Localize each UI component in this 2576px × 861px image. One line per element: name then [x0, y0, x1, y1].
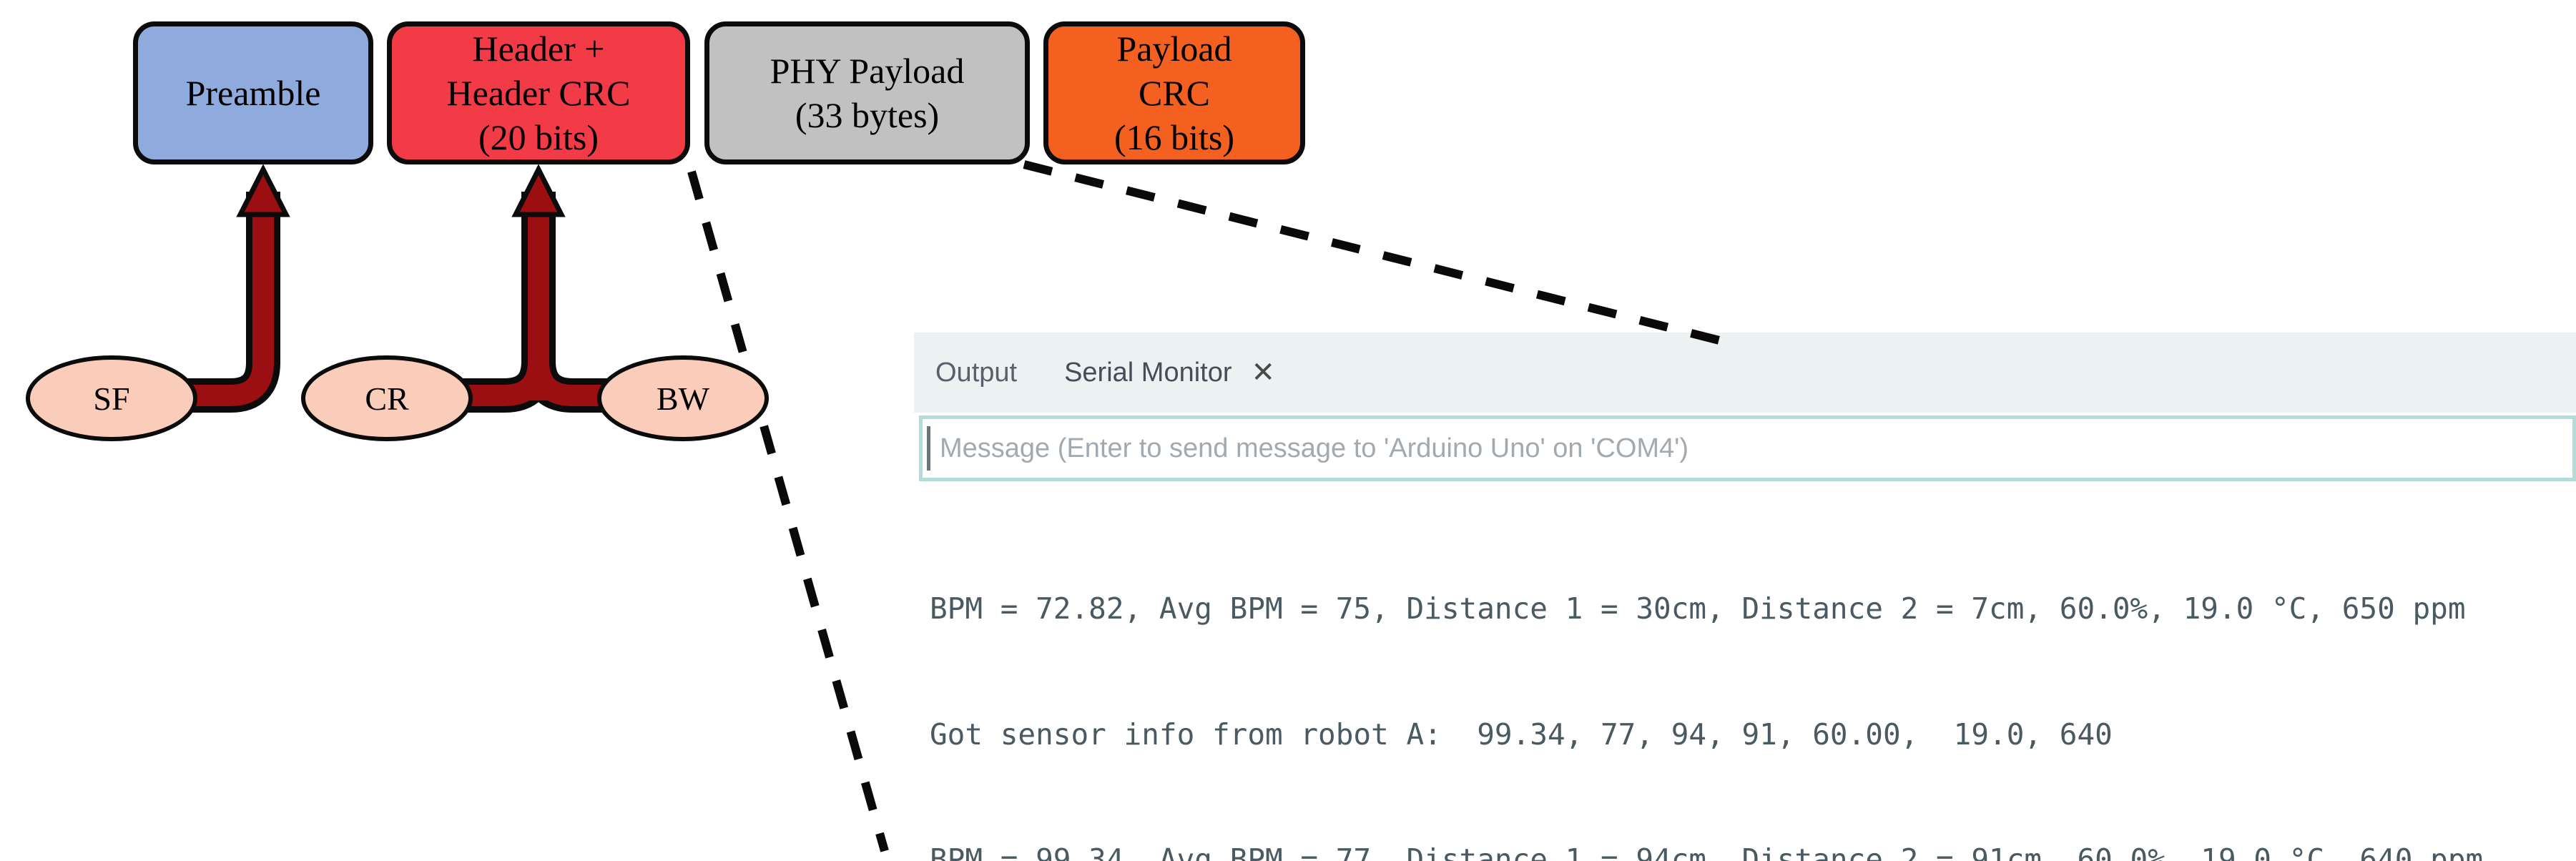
param-label: BW [656, 380, 710, 417]
dashed-projection-right [1023, 160, 1738, 349]
packet-field-label: Header CRC [446, 73, 631, 113]
packet-field-label: (33 bytes) [795, 95, 940, 135]
param-label: SF [93, 380, 130, 417]
packet-field-payload-crc: Payload CRC (16 bits) [1043, 21, 1305, 164]
text-caret [927, 426, 930, 471]
packet-field-label: PHY Payload [770, 51, 965, 91]
packet-field-label: Payload [1116, 29, 1232, 69]
param-ellipse-cr: CR [301, 355, 473, 441]
tab-serial-monitor[interactable]: Serial Monitor [1064, 357, 1232, 388]
arrowhead-preamble-icon [236, 164, 290, 217]
param-ellipse-sf: SF [26, 355, 197, 441]
serial-panel-tabbar: Output Serial Monitor ✕ [914, 333, 2576, 413]
tab-output[interactable]: Output [935, 357, 1018, 388]
message-input-wrap [919, 415, 2576, 481]
message-input[interactable] [919, 415, 2576, 481]
packet-field-label: (16 bits) [1114, 117, 1235, 157]
packet-field-phy-payload: PHY Payload (33 bytes) [704, 21, 1030, 164]
packet-field-label: Header + [472, 29, 605, 69]
packet-field-label: CRC [1138, 73, 1211, 113]
packet-field-label: Preamble [185, 73, 321, 113]
arrowhead-header-icon [511, 164, 566, 217]
serial-output-log[interactable]: BPM = 72.82, Avg BPM = 75, Distance 1 = … [930, 504, 2483, 861]
serial-output-line: Got sensor info from robot A: 99.34, 77,… [930, 717, 2113, 752]
serial-output-line: BPM = 99.34, Avg BPM = 77, Distance 1 = … [930, 842, 2484, 861]
packet-field-label: (20 bits) [478, 117, 599, 157]
dashed-projection-left [687, 170, 889, 852]
packet-field-preamble: Preamble [133, 21, 373, 164]
param-ellipse-bw: BW [597, 355, 769, 441]
param-label: CR [365, 380, 409, 417]
serial-output-line: BPM = 72.82, Avg BPM = 75, Distance 1 = … [930, 591, 2466, 626]
close-icon[interactable]: ✕ [1251, 357, 1276, 388]
packet-field-header-crc: Header + Header CRC (20 bits) [387, 21, 690, 164]
